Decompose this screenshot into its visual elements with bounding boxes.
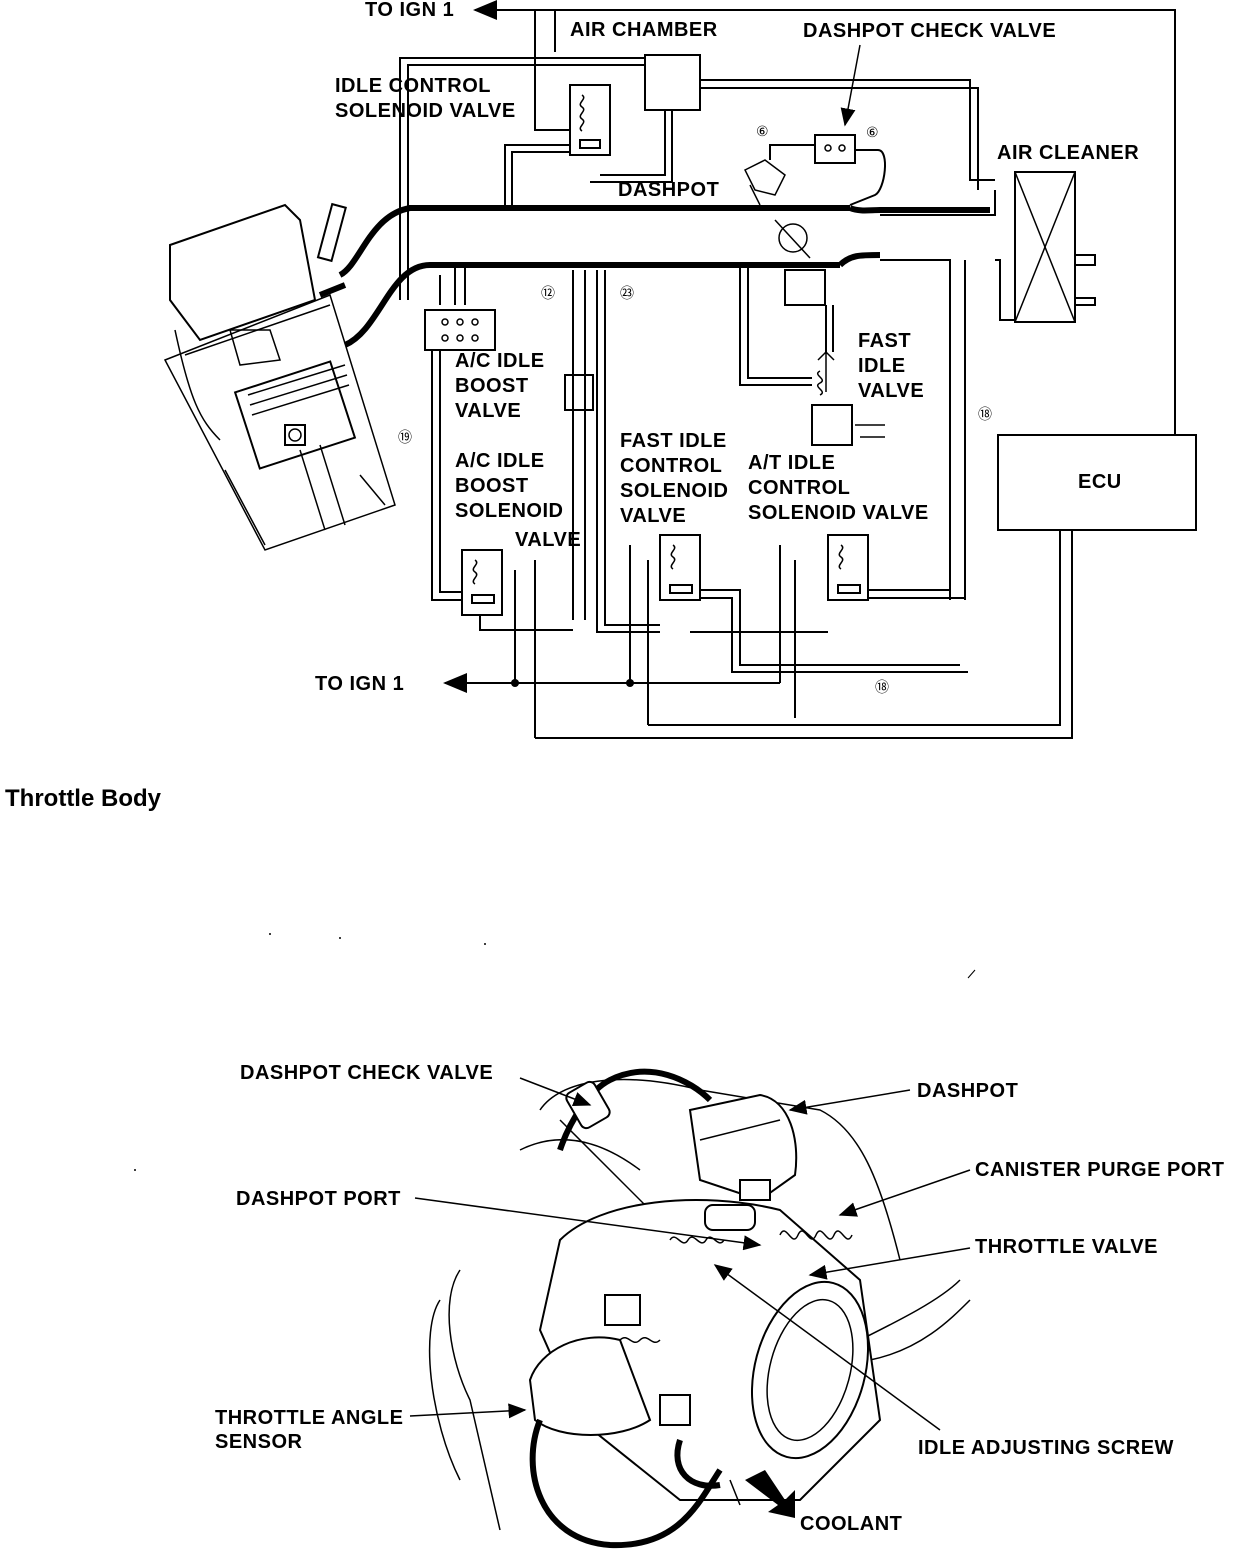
engine-cylinder-illustration	[163, 202, 850, 551]
coolant-arrow-icon	[745, 1470, 795, 1518]
ecu-module: ECU	[535, 434, 1197, 739]
air-chamber-box	[644, 54, 701, 111]
ac-idle-boost-valve-label-1: A/C IDLE	[455, 350, 545, 372]
fast-idle-valve-label-3: VALVE	[858, 380, 924, 402]
at-idle-control-label-1: A/T IDLE	[748, 452, 835, 474]
to-ign1-bottom-label: TO IGN 1	[315, 673, 404, 695]
dashpot-check-valve-label: DASHPOT CHECK VALVE	[803, 20, 1056, 42]
bottom-dashpot-label: DASHPOT	[917, 1080, 1018, 1102]
ac-idle-boost-solenoid-label-1: A/C IDLE	[455, 450, 545, 472]
hose-number-18-right: ⑱	[978, 406, 992, 422]
at-idle-control-label-3: SOLENOID VALVE	[748, 502, 929, 524]
air-cleaner-label: AIR CLEANER	[997, 142, 1139, 164]
throttle-body-illustration	[428, 1068, 971, 1549]
fast-idle-control-label-2: CONTROL	[620, 455, 722, 477]
dashpot-label: DASHPOT	[618, 179, 719, 201]
to-ign1-top-label: TO IGN 1	[365, 0, 454, 21]
dashpot-port-label: DASHPOT PORT	[236, 1188, 401, 1210]
at-idle-control-solenoid-valve	[690, 534, 965, 718]
air-cleaner	[995, 171, 1096, 323]
idle-control-solenoid-valve	[504, 10, 611, 210]
air-chamber-label: AIR CHAMBER	[570, 19, 718, 41]
hose-number-12: ⑫	[541, 285, 555, 301]
hose-number-6-right: ⑥	[866, 124, 879, 140]
coolant-label: COOLANT	[800, 1513, 902, 1535]
hose-number-6-left: ⑥	[756, 123, 769, 139]
dashpot-assembly	[743, 134, 886, 206]
throttle-angle-sensor-label-2: SENSOR	[215, 1431, 303, 1453]
ac-idle-boost-solenoid-label-3: SOLENOID	[455, 500, 563, 522]
throttle-valve-label: THROTTLE VALVE	[975, 1236, 1158, 1258]
at-idle-control-label-2: CONTROL	[748, 477, 850, 499]
hose-number-18-bottom: ⑱	[875, 679, 889, 695]
hose-number-23: ㉓	[620, 285, 634, 301]
section-title: Throttle Body	[5, 785, 162, 812]
fast-idle-control-label-4: VALVE	[620, 505, 686, 527]
idle-control-label-2: SOLENOID VALVE	[335, 100, 516, 122]
fast-idle-valve	[739, 265, 885, 446]
ecu-label: ECU	[1078, 471, 1122, 493]
ac-idle-boost-valve-label-3: VALVE	[455, 400, 521, 422]
ac-idle-boost-solenoid-label-4: VALVE	[515, 529, 581, 551]
ac-idle-boost-valve	[424, 265, 496, 601]
bottom-dashpot-check-valve-label: DASHPOT CHECK VALVE	[240, 1062, 493, 1084]
ac-idle-boost-solenoid-valve	[461, 549, 573, 738]
ac-idle-boost-solenoid-label-2: BOOST	[455, 475, 529, 497]
throttle-angle-sensor-label-1: THROTTLE ANGLE	[215, 1407, 403, 1429]
fast-idle-control-label-1: FAST IDLE	[620, 430, 727, 452]
canister-purge-port-label: CANISTER PURGE PORT	[975, 1159, 1225, 1181]
fast-idle-control-label-3: SOLENOID	[620, 480, 728, 502]
idle-adjusting-screw-label: IDLE ADJUSTING SCREW	[918, 1437, 1174, 1459]
fast-idle-valve-label-2: IDLE	[858, 355, 906, 377]
fast-idle-control-solenoid-valve	[596, 270, 968, 725]
top-schematic: ECU	[163, 0, 1197, 739]
idle-control-label-1: IDLE CONTROL	[335, 75, 491, 97]
hose-number-19: ⑲	[398, 429, 412, 445]
fast-idle-valve-label-1: FAST	[858, 330, 911, 352]
ac-idle-boost-valve-label-2: BOOST	[455, 375, 529, 397]
